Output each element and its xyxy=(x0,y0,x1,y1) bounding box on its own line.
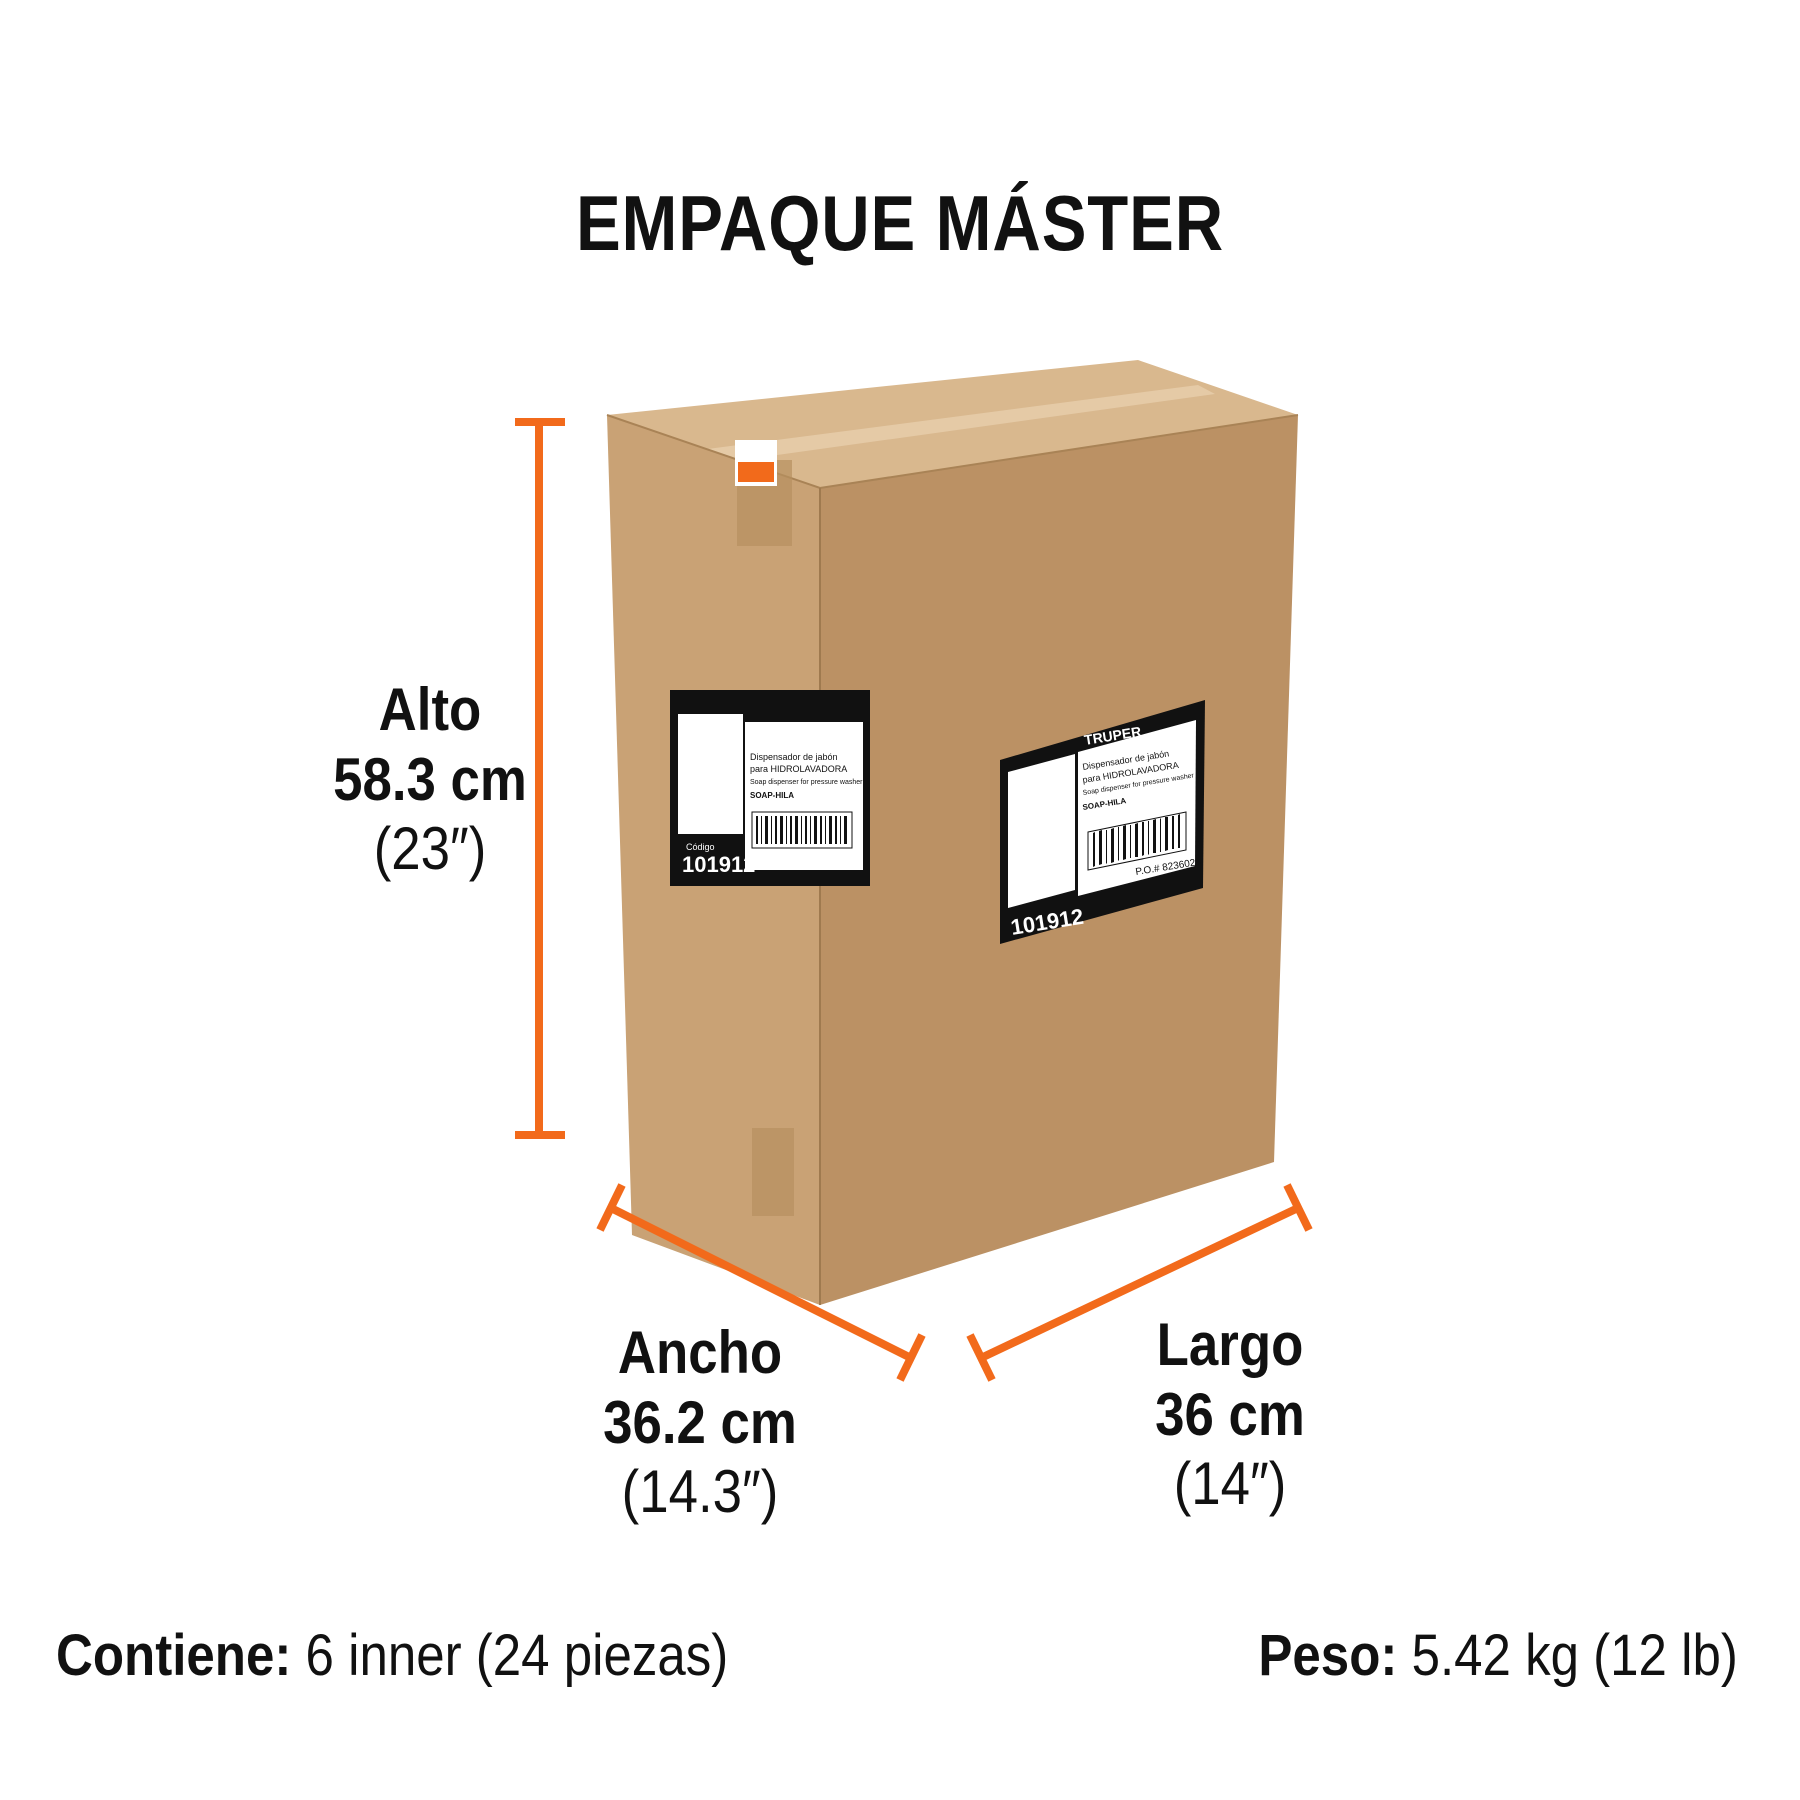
svg-text:Soap dispenser for pressure wa: Soap dispenser for pressure washer xyxy=(750,779,863,786)
width-dimension-marker xyxy=(596,1183,926,1382)
svg-text:Código: Código xyxy=(686,842,715,852)
contents-info: Contiene: 6 inner (24 piezas) xyxy=(56,1622,728,1689)
page-title: EMPAQUE MÁSTER xyxy=(575,179,1225,267)
length-dimension-marker xyxy=(966,1183,1313,1382)
box-label-front: TRUPER Dispensador de jabón para HIDROLA… xyxy=(670,690,870,886)
height-inches: (23″) xyxy=(373,815,487,883)
label-brand: TRUPER xyxy=(752,725,810,741)
width-label: Ancho xyxy=(617,1319,783,1386)
height-value: 58.3 cm xyxy=(333,745,527,813)
label-code: 101912 xyxy=(682,852,755,877)
weight-label: Peso: xyxy=(1258,1623,1398,1688)
width-inches: (14.3″) xyxy=(621,1458,779,1526)
length-inches: (14″) xyxy=(1173,1450,1287,1518)
weight-info: Peso: 5.42 kg (12 lb) xyxy=(1259,1622,1738,1689)
weight-value: 5.42 kg (12 lb) xyxy=(1411,1623,1738,1688)
height-label: Alto xyxy=(378,676,482,743)
width-value: 36.2 cm xyxy=(603,1388,797,1456)
length-value: 36 cm xyxy=(1155,1380,1305,1448)
svg-text:Dispensador de jabón: Dispensador de jabón xyxy=(750,752,838,762)
contents-label: Contiene: xyxy=(56,1623,292,1688)
box-flap-seam-bottom xyxy=(752,1128,794,1216)
length-label: Largo xyxy=(1156,1311,1304,1378)
height-dimension-marker xyxy=(515,418,565,1139)
svg-text:SOAP-HILA: SOAP-HILA xyxy=(750,791,794,800)
box-tape xyxy=(700,385,1215,463)
svg-text:para HIDROLAVADORA: para HIDROLAVADORA xyxy=(750,764,847,774)
length-dimension: Largo 36 cm (14″) xyxy=(1098,1310,1362,1519)
height-dimension: Alto 58.3 cm (23″) xyxy=(289,675,571,884)
contents-value: 6 inner (24 piezas) xyxy=(305,1623,729,1688)
width-dimension: Ancho 36.2 cm (14.3″) xyxy=(550,1318,849,1527)
